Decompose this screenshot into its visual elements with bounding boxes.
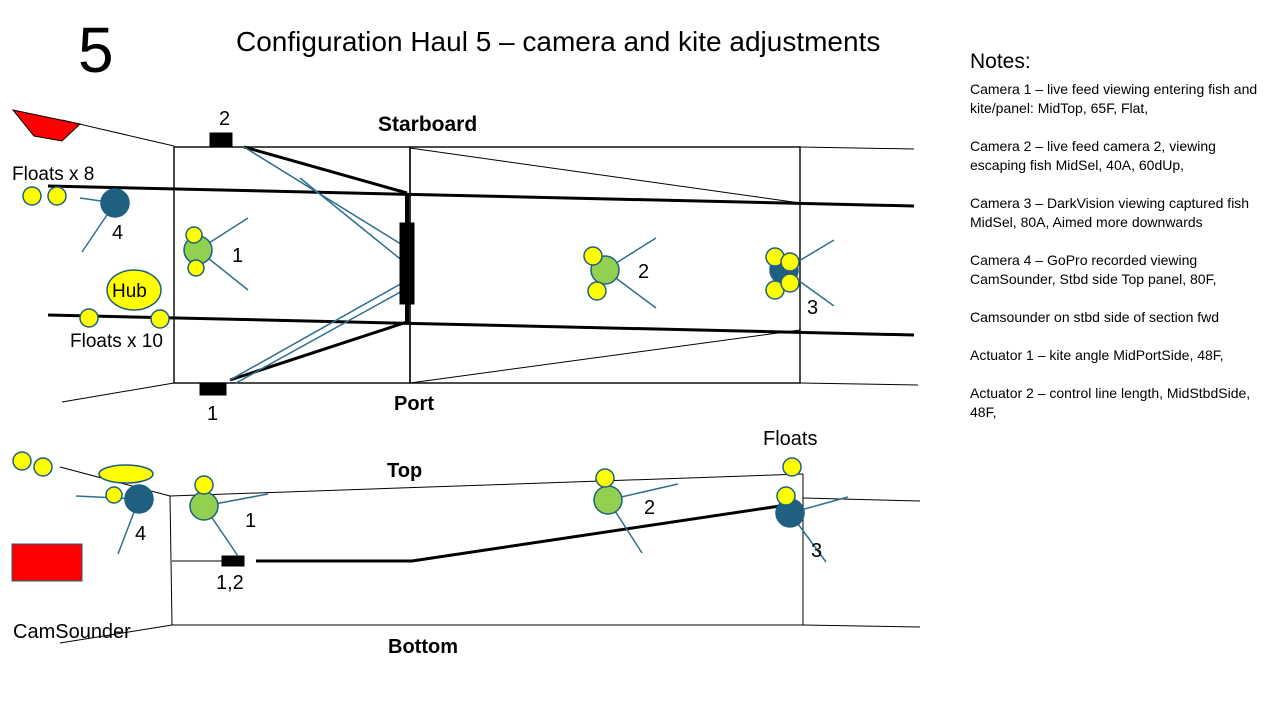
side-camera-1-icon [189, 475, 269, 557]
starboard-label: Starboard [378, 113, 477, 136]
note-camera-1: Camera 1 – live feed viewing entering fi… [970, 81, 1258, 116]
top-view [11, 109, 919, 403]
hub-ellipse [106, 269, 162, 311]
port-label: Port [394, 393, 434, 415]
floats-upper-label: Floats x 8 [12, 164, 94, 185]
kite-control-upper [243, 145, 408, 195]
floats-label: Floats [763, 428, 817, 450]
notes-panel: Notes: Camera 1 – live feed viewing ente… [970, 50, 1260, 441]
lower-wing-line [61, 382, 175, 403]
actuator-1-block [199, 382, 227, 396]
side-top-tail [802, 497, 921, 502]
lower-float-line [47, 313, 915, 337]
side-camera-1-label: 1 [245, 510, 256, 532]
camera-4-icon [79, 188, 130, 253]
float [33, 457, 53, 477]
side-camsounder-line [59, 624, 173, 644]
upper-float-line [47, 184, 915, 208]
rear-diagonal-top [409, 147, 801, 204]
rear-diagonal-bottom [409, 329, 801, 384]
note-actuator-2: Actuator 2 – control line length, MidStb… [970, 385, 1251, 420]
side-camera-3-icon [775, 486, 849, 563]
slide-title: Configuration Haul 5 – camera and kite a… [236, 26, 881, 57]
camsounder-label: CamSounder [13, 621, 131, 643]
bottom-label: Bottom [388, 636, 458, 658]
note-camera-4: Camera 4 – GoPro recorded viewing CamSou… [970, 252, 1217, 287]
rear-taper-top [799, 146, 915, 150]
side-hub-ellipse [98, 464, 154, 484]
rope-lines [229, 146, 405, 384]
side-front-edge [169, 495, 173, 626]
float [782, 457, 802, 477]
actuator-2-label: 2 [219, 108, 230, 130]
camera-1-icon [183, 217, 249, 291]
side-camera-4-icon [75, 484, 154, 555]
side-camera-4-label: 4 [135, 523, 146, 545]
side-camera-3-label: 3 [811, 540, 822, 562]
side-bottom-tail [802, 624, 921, 628]
top-label: Top [387, 460, 422, 482]
float [12, 451, 32, 471]
side-actuator-label: 1,2 [216, 572, 244, 594]
note-camera-2: Camera 2 – live feed camera 2, viewing e… [970, 138, 1216, 173]
note-camera-3: Camera 3 – DarkVision viewing captured f… [970, 195, 1250, 230]
actuator-2-block [209, 132, 233, 148]
side-actuator-block [221, 555, 245, 567]
float [79, 308, 99, 328]
top-floats [22, 186, 170, 329]
side-control-line [256, 501, 801, 563]
camera-2-icon [583, 237, 657, 309]
float [150, 309, 170, 329]
notes-heading: Notes: [970, 50, 1031, 73]
camsounder-marker [11, 543, 83, 582]
side-floats [12, 451, 802, 477]
side-camera-2-label: 2 [644, 497, 655, 519]
rear-taper-bottom [799, 382, 919, 386]
upper-wing-line [61, 119, 175, 147]
camera-1-label: 1 [232, 245, 243, 267]
side-top-edge [169, 473, 804, 497]
slide-number: 5 [78, 14, 114, 86]
note-camsounder: Camsounder on stbd side of section fwd [970, 309, 1220, 325]
camera-2-label: 2 [638, 261, 649, 283]
hub-label: Hub [112, 281, 147, 302]
floats-lower-label: Floats x 10 [70, 331, 163, 352]
camera-3-icon [765, 239, 835, 307]
note-actuator-1: Actuator 1 – kite angle MidPortSide, 48F… [970, 347, 1224, 363]
camera-4-label: 4 [112, 222, 123, 244]
float [47, 186, 67, 206]
side-view [59, 466, 921, 644]
kite-panel [399, 222, 415, 305]
vessel-marker [11, 109, 82, 142]
side-camera-2-icon [593, 468, 679, 554]
float [22, 186, 42, 206]
camera-3-label: 3 [807, 297, 818, 319]
actuator-1-label: 1 [207, 403, 218, 425]
